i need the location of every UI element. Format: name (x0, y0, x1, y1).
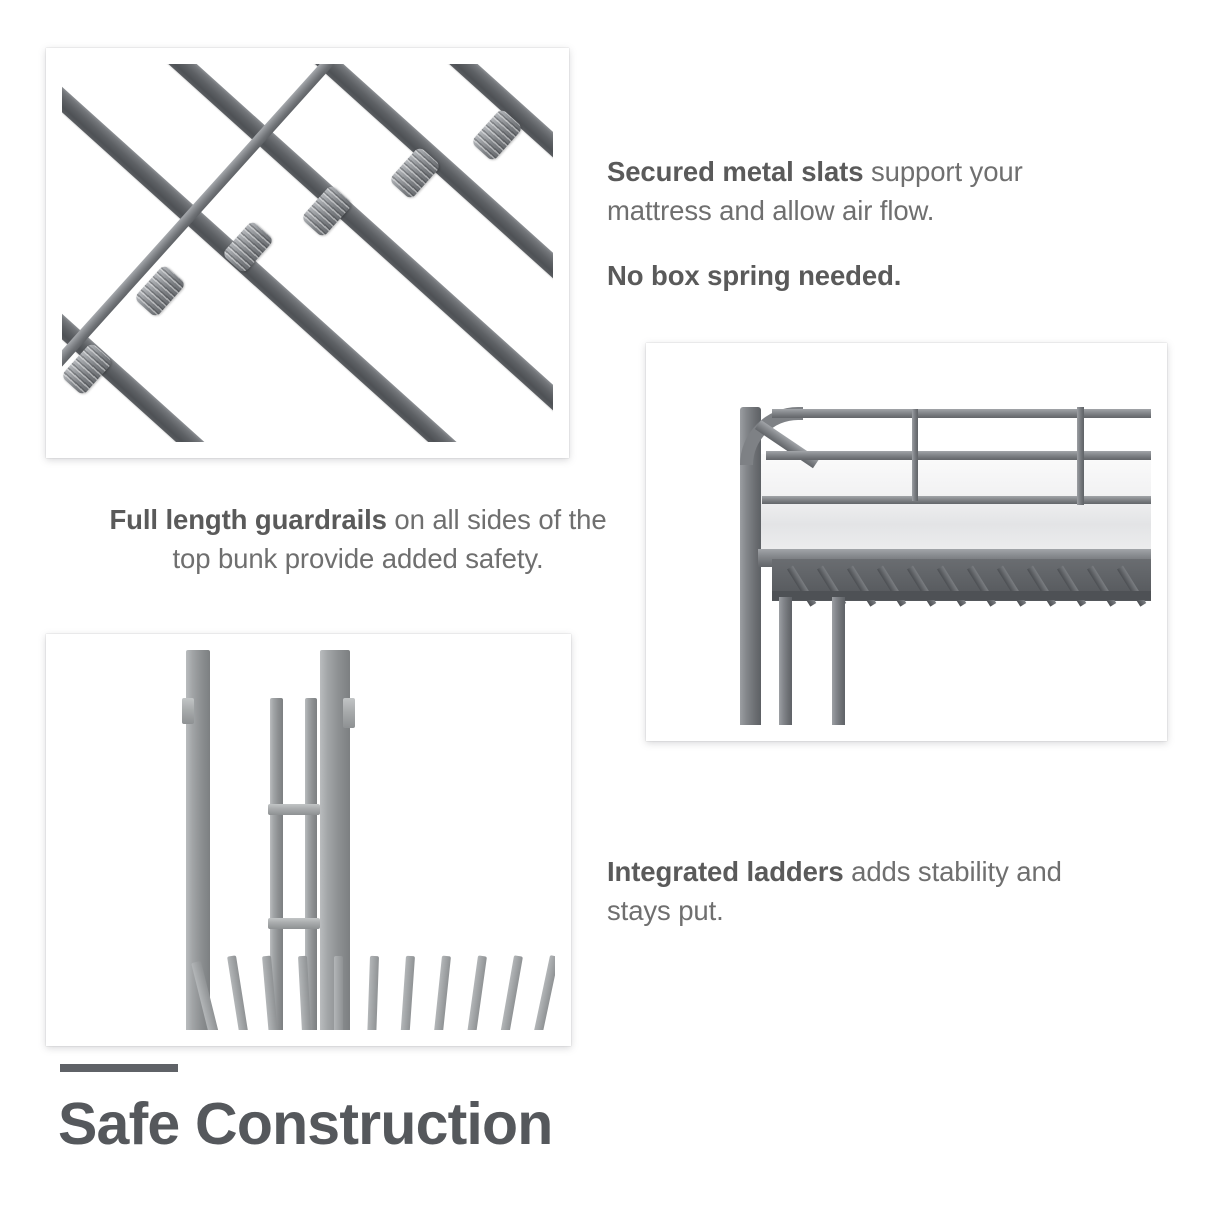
caption-rest-guardrails: on all sides of the top bunk provide add… (172, 504, 607, 575)
caption-line-slats: Secured metal slats support your mattres… (607, 152, 1097, 230)
caption-lead-guardrails: Full length guardrails (109, 504, 387, 535)
caption-full-length-guardrails: Full length guardrails on all sides of t… (88, 500, 628, 578)
photo-integrated-ladder (62, 650, 555, 1030)
caption-rest-ladders: adds stability and stays put. (607, 856, 1062, 927)
title-accent-bar (60, 1064, 178, 1072)
caption-lead-ladders: Integrated ladders (607, 856, 844, 887)
photo-guardrail-corner (662, 359, 1151, 725)
image-panel-integrated-ladders (46, 634, 571, 1046)
photo-metal-slats (62, 64, 553, 442)
caption-lead-slats: Secured metal slats (607, 156, 864, 187)
caption-rest-slats: support your mattress and allow air flow… (607, 156, 1023, 227)
caption-no-box-spring: No box spring needed. (607, 260, 902, 292)
caption-integrated-ladders: Integrated ladders adds stability and st… (607, 852, 1077, 930)
page-title: Safe Construction (58, 1091, 553, 1157)
caption-secured-metal-slats: Secured metal slats support your mattres… (607, 152, 1097, 295)
image-panel-full-length-guardrails (646, 343, 1167, 741)
image-panel-secured-metal-slats (46, 48, 569, 458)
